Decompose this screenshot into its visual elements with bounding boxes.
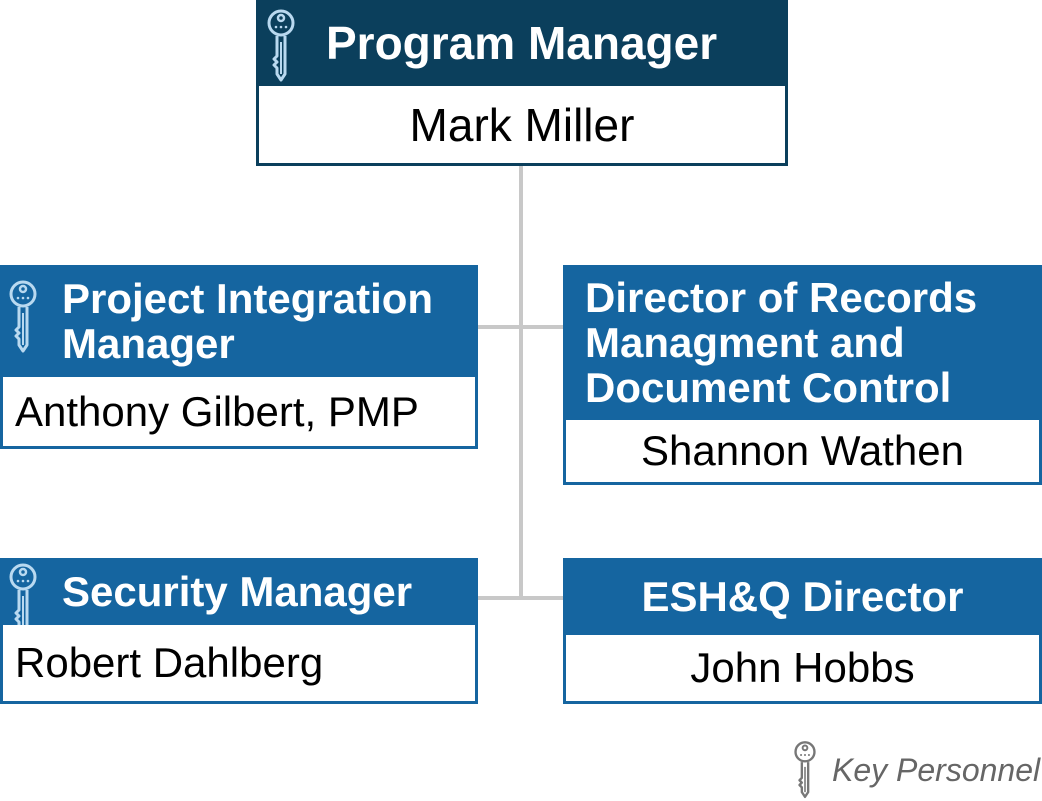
node-name: Mark Miller — [409, 98, 635, 151]
node-title: Program Manager — [326, 17, 718, 69]
legend: Key Personnel — [790, 740, 1040, 800]
node-title: Security Manager — [62, 567, 413, 615]
key-icon — [266, 8, 296, 84]
node-program-manager: Program Manager Mark Miller — [256, 0, 788, 166]
node-security-manager: Security Manager Robert Dahlberg — [0, 558, 478, 704]
node-name: Shannon Wathen — [640, 427, 965, 474]
node-records-director: Director of Records Managment and Docume… — [563, 265, 1042, 485]
node-name: Robert Dahlberg — [15, 639, 324, 686]
node-title-line: Document Control — [585, 364, 952, 411]
node-title: Project Integration Manager — [62, 275, 434, 367]
key-icon — [8, 279, 38, 355]
connector-lower — [478, 596, 563, 600]
connector-upper — [478, 325, 563, 329]
node-title-line: Director of Records — [585, 274, 978, 321]
node-project-integration-manager: Project Integration Manager Anthony Gilb… — [0, 265, 478, 449]
node-title-line: Managment and — [585, 319, 905, 366]
key-icon — [790, 740, 820, 800]
node-name: John Hobbs — [690, 644, 915, 691]
node-name: Anthony Gilbert, PMP — [15, 387, 419, 435]
connector-vertical — [519, 165, 523, 600]
legend-label: Key Personnel — [832, 751, 1041, 788]
node-title: ESH&Q Director — [641, 572, 964, 620]
node-eshq-director: ESH&Q Director John Hobbs — [563, 558, 1042, 704]
